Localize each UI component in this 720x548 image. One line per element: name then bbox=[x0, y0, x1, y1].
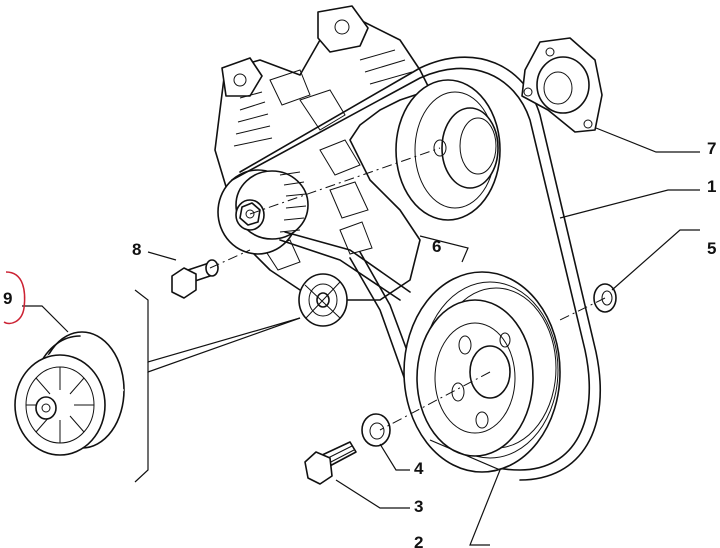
idler-pulley-mounted bbox=[298, 273, 348, 327]
assembly-axes bbox=[209, 147, 606, 431]
leader-lines bbox=[22, 127, 700, 546]
label-3: 3 bbox=[414, 497, 423, 516]
label-2: 2 bbox=[414, 533, 423, 548]
label-8: 8 bbox=[132, 240, 141, 259]
bolt-8 bbox=[171, 259, 219, 299]
bearing-cover bbox=[521, 37, 603, 133]
part-9-bracket bbox=[134, 289, 301, 483]
upper-pulley bbox=[395, 79, 501, 221]
alternator-pulley bbox=[217, 169, 309, 255]
label-6: 6 bbox=[432, 237, 441, 256]
idler-pulley-9 bbox=[14, 331, 125, 456]
label-4: 4 bbox=[414, 459, 424, 478]
washer-4 bbox=[361, 413, 391, 447]
crankshaft-pulley bbox=[403, 271, 561, 473]
label-7: 7 bbox=[707, 139, 716, 158]
label-9-highlight bbox=[3, 271, 26, 325]
label-9: 9 bbox=[3, 289, 12, 308]
label-5: 5 bbox=[707, 239, 716, 258]
label-1: 1 bbox=[707, 177, 716, 196]
bolt-3 bbox=[304, 441, 357, 485]
